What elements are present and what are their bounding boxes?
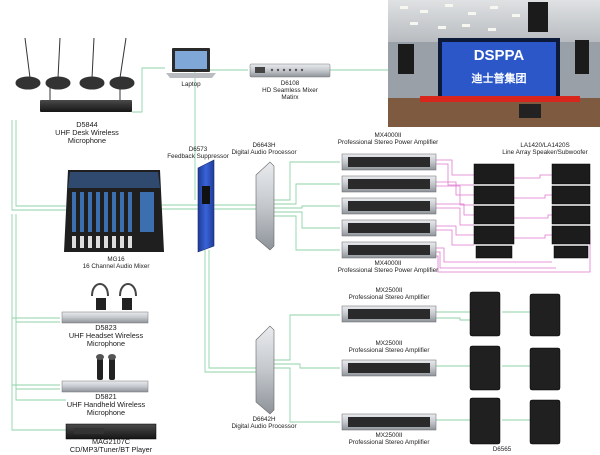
mixer-model: MG16 xyxy=(107,256,125,263)
amp-mx2500-2-label: MX2500II Professional Stereo Amplifier xyxy=(338,340,440,354)
line-array-left xyxy=(473,163,515,259)
handheld-mic-desc2: Microphone xyxy=(86,408,126,418)
cd-player xyxy=(65,423,157,440)
venue-photo: DSPPA 迪士普集团 xyxy=(388,0,600,127)
amp-mx2500-2-model: MX2500II xyxy=(375,340,403,347)
desk-mic-receiver xyxy=(40,100,132,112)
power-amplifier xyxy=(341,153,437,171)
line-array-right xyxy=(551,163,591,259)
amp-top-desc: Professional Stereo Power Amplifier xyxy=(337,139,439,147)
desk-mic-desc: UHF Desk Wireless xyxy=(55,128,119,138)
hanging-speaker-right xyxy=(575,40,589,74)
amp-mx2500-1-model: MX2500II xyxy=(375,287,403,294)
dsp-top-desc: Digital Audio Processor xyxy=(231,149,297,157)
dsp-bottom-label: D6642H Digital Audio Processor xyxy=(228,416,300,430)
amp-mx2500-3-model: MX2500II xyxy=(375,432,403,439)
brand-logo: DSPPA xyxy=(474,47,525,64)
player-label: MAG2107C CD/MP3/Tuner/BT Player xyxy=(58,437,164,455)
feedback-suppressor xyxy=(197,159,215,253)
signal-links xyxy=(11,67,530,431)
suppressor-model: D6573 xyxy=(188,146,208,153)
handheld-mic-label: D5821 UHF Handheld Wireless Microphone xyxy=(56,392,156,418)
stereo-amplifier xyxy=(341,359,437,377)
handheld-mic-desc: UHF Handheld Wireless xyxy=(66,400,146,410)
matrix-desc: HD Seamless Mixer xyxy=(262,87,318,95)
amp-top-label: MX4000II Professional Stereo Power Ampli… xyxy=(326,132,450,146)
handheld-mic-model: D5821 xyxy=(95,392,117,401)
laptop xyxy=(166,48,216,78)
mixer-label: MG16 16 Channel Audio Mixer xyxy=(64,256,168,270)
amp-mx2500-1-desc: Professional Stereo Amplifier xyxy=(348,294,430,302)
power-amplifier xyxy=(341,219,437,237)
brand-chinese: 迪士普集团 xyxy=(472,71,527,85)
power-amplifier xyxy=(341,241,437,259)
matrix-label: D6108 HD Seamless Mixer Matirx xyxy=(248,80,332,102)
speaker-links xyxy=(436,159,591,273)
desk-mic-model: D5844 xyxy=(76,120,98,129)
suppressor-desc: Feedback Suppressor xyxy=(167,153,229,161)
amp-top-bottom-label: MX4000II Professional Stereo Power Ampli… xyxy=(326,260,450,274)
headset-mic-system xyxy=(61,283,149,324)
amp-top-bottom-model: MX4000II xyxy=(374,260,402,267)
desk-mic-system xyxy=(15,37,135,112)
desk-mic-desc2: Microphone xyxy=(67,136,107,146)
mixer-desc: 16 Channel Audio Mixer xyxy=(82,263,150,271)
stage-edge xyxy=(420,96,580,102)
dsp-top-label: D6643H Digital Audio Processor xyxy=(228,142,300,156)
player-desc: CD/MP3/Tuner/BT Player xyxy=(69,445,153,455)
power-amplifier-stack xyxy=(341,153,437,259)
amp-top-model: MX4000II xyxy=(374,132,402,139)
matrix-desc2: Matirx xyxy=(281,94,299,102)
line-array-model: LA1420/LA1420S xyxy=(520,142,570,149)
laptop-label: Laptop xyxy=(181,81,201,88)
headset-mic-label: D5823 UHF Headset Wireless Microphone xyxy=(56,323,156,349)
stereo-amplifier xyxy=(341,413,437,431)
digital-audio-processor-top xyxy=(255,161,275,251)
dsp-bottom-desc: Digital Audio Processor xyxy=(231,423,297,431)
amp-top-bottom-desc: Professional Stereo Power Amplifier xyxy=(337,267,439,275)
desk-mic-label: D5844 UHF Desk Wireless Microphone xyxy=(40,120,134,146)
line-array-hanging xyxy=(528,2,548,32)
dsp-bottom-model: D6642H xyxy=(252,416,276,423)
player-model: MAG2107C xyxy=(91,437,131,446)
stereo-amplifier xyxy=(341,305,437,323)
suppressor-label: D6573 Feedback Suppressor xyxy=(162,146,234,160)
headset-mic-desc2: Microphone xyxy=(86,339,126,349)
line-array-label: LA1420/LA1420S Line Array Speaker/Subwoo… xyxy=(496,142,594,156)
power-amplifier xyxy=(341,197,437,215)
dsp-top-model: D6643H xyxy=(252,142,276,149)
amp-mx2500-3-desc: Professional Stereo Amplifier xyxy=(348,439,430,447)
power-amplifier xyxy=(341,175,437,193)
headset-mic-model: D5823 xyxy=(95,323,117,332)
matrix-model: D6108 xyxy=(280,80,300,87)
mixer-matrix-device xyxy=(249,63,331,78)
passive-speakers xyxy=(469,291,561,445)
desk-mic-stations xyxy=(15,37,135,90)
amp-mx2500-2-desc: Professional Stereo Amplifier xyxy=(348,347,430,355)
speakers-label: D6565 xyxy=(492,446,512,453)
amp-mx2500-1-label: MX2500II Professional Stereo Amplifier xyxy=(338,287,440,301)
digital-audio-processor-bottom xyxy=(255,325,275,415)
headset-mic-desc: UHF Headset Wireless xyxy=(68,331,144,341)
line-array-desc: Line Array Speaker/Subwoofer xyxy=(502,149,588,157)
amp-mx2500-3-label: MX2500II Professional Stereo Amplifier xyxy=(338,432,440,446)
handheld-mic-system xyxy=(61,354,149,393)
ceiling-lights xyxy=(400,4,520,31)
hanging-speaker-left xyxy=(398,44,414,74)
audio-mixer xyxy=(64,170,164,252)
